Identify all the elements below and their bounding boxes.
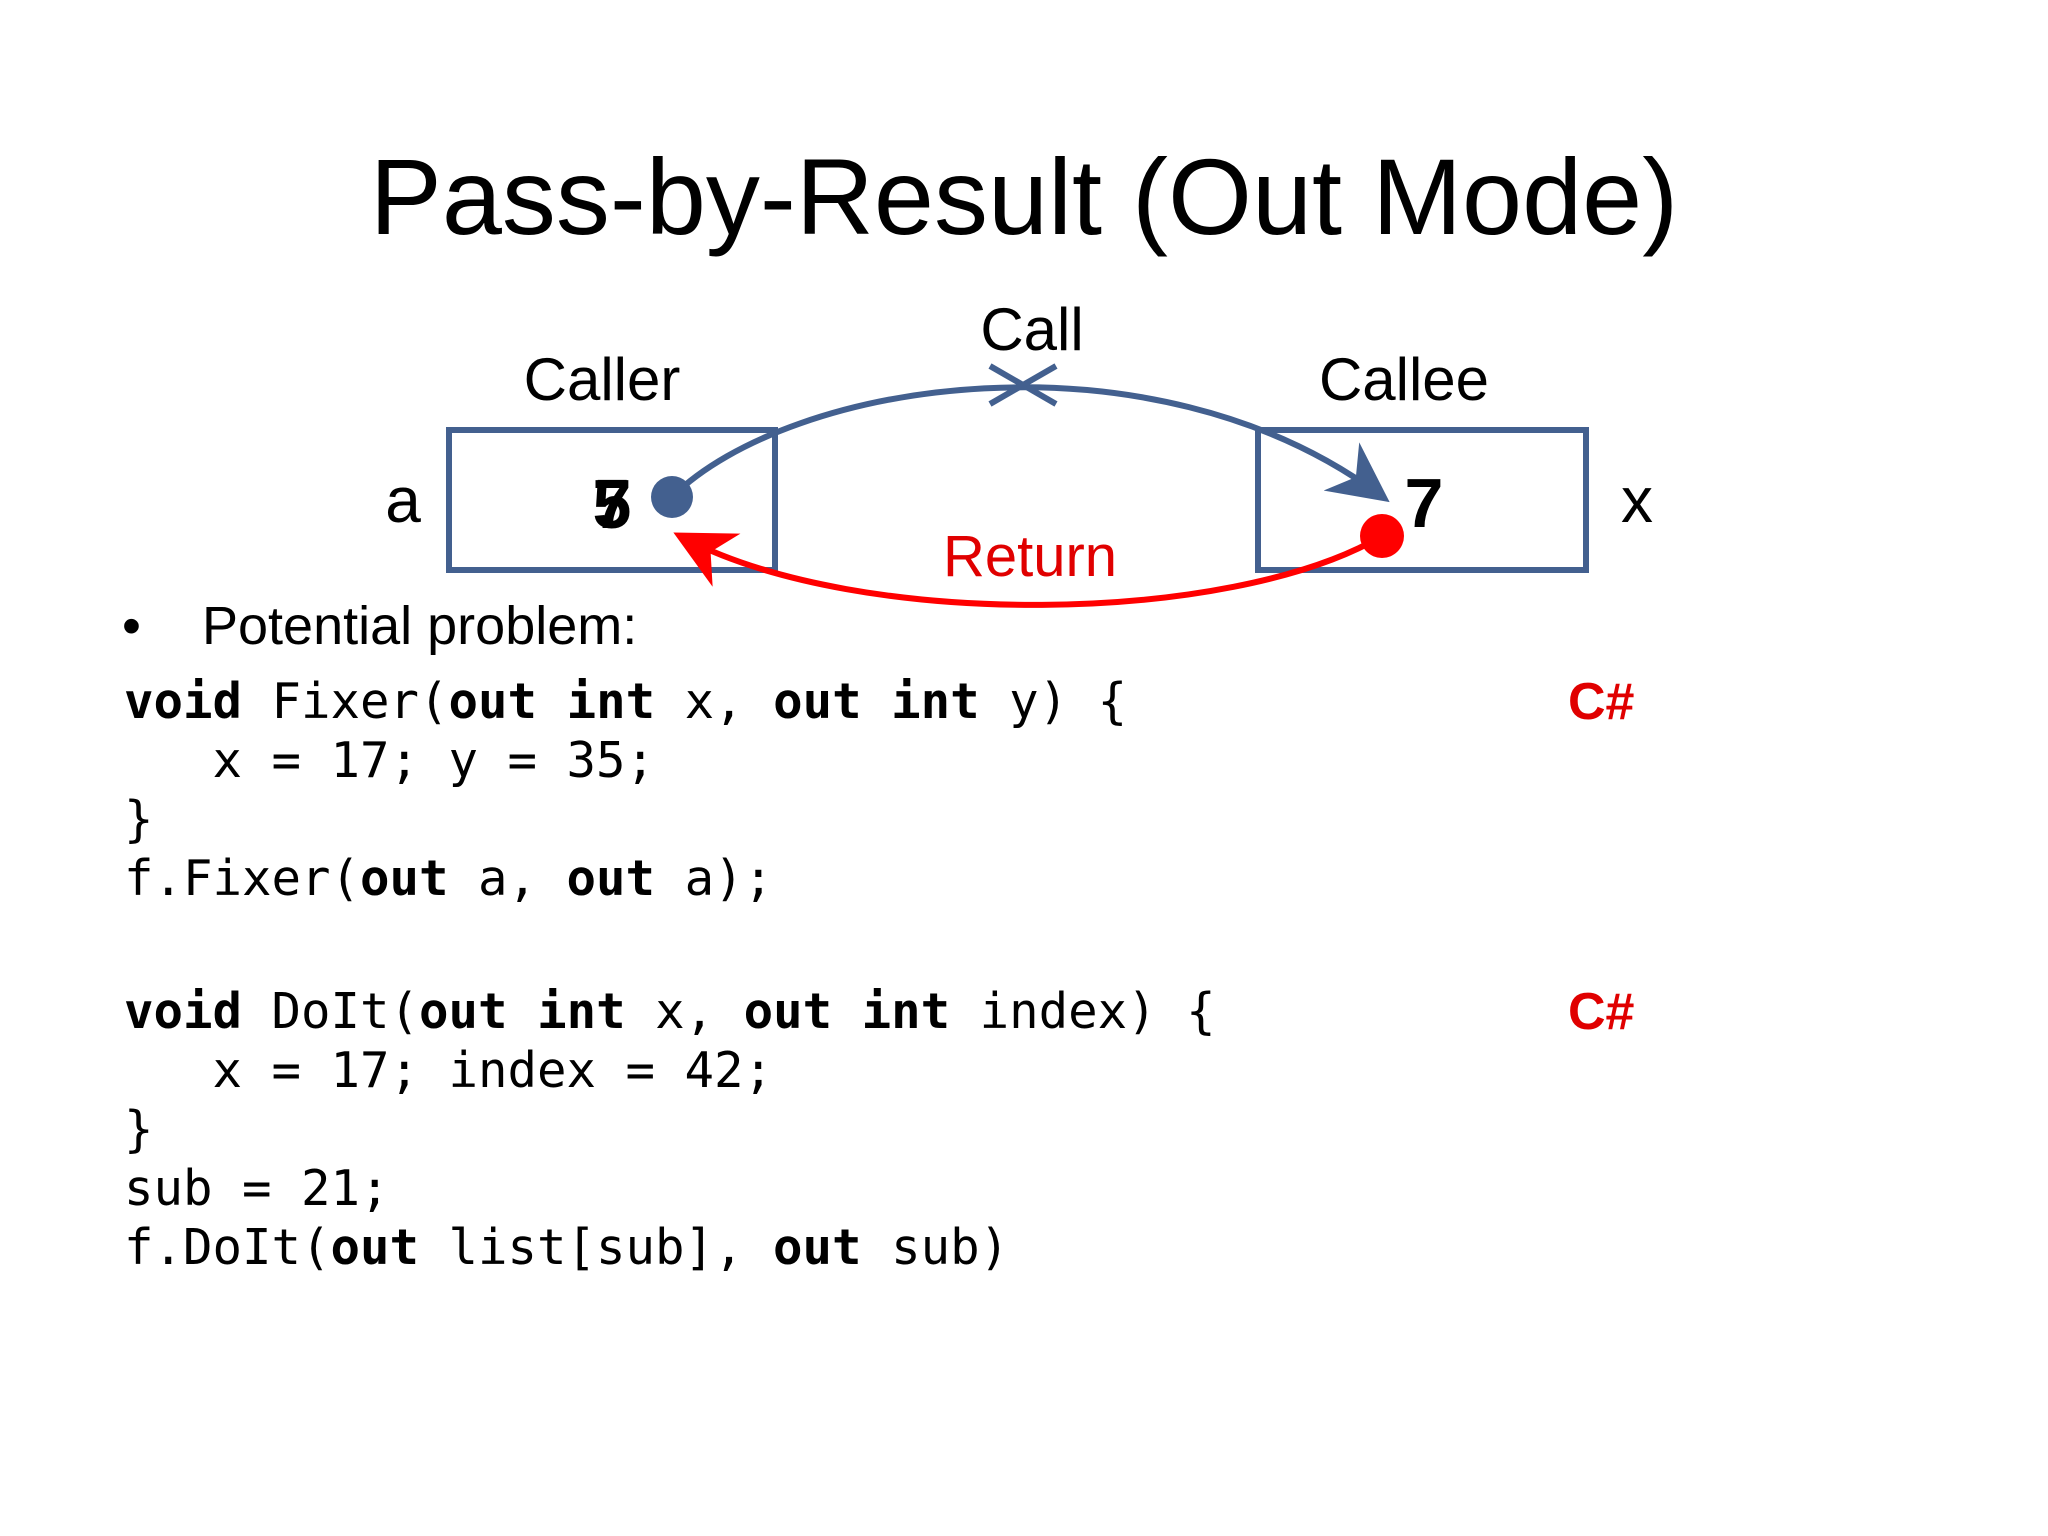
bullet-text: Potential problem: xyxy=(202,596,638,656)
callee-label: Callee xyxy=(1319,346,1489,413)
code-text: y) { xyxy=(979,673,1128,730)
caller-value-new: 5 xyxy=(593,465,632,543)
code-keyword: out xyxy=(773,673,862,730)
code-keyword: out xyxy=(566,850,656,907)
code-text: a); xyxy=(655,850,774,907)
call-label: Call xyxy=(980,296,1083,363)
code-text xyxy=(862,673,892,730)
code-fixer-line-3: } xyxy=(124,790,1127,849)
callee-box xyxy=(1255,427,1589,573)
code-block-fixer: void Fixer(out int x, out int y) { x = 1… xyxy=(124,672,1127,908)
code-fixer-line-4: f.Fixer(out a, out a); xyxy=(124,849,1127,908)
caller-var-name: a xyxy=(385,464,421,536)
code-text: DoIt( xyxy=(242,983,420,1040)
code-text: x, xyxy=(655,673,774,730)
code-keyword: int xyxy=(891,673,980,730)
code-text: } xyxy=(124,791,154,848)
slide-title: Pass-by-Result (Out Mode) xyxy=(369,136,1679,257)
code-doit-line-5: f.DoIt(out list[sub], out sub) xyxy=(124,1218,1216,1277)
code-text: index) { xyxy=(950,983,1216,1040)
code-text xyxy=(508,983,538,1040)
return-arrow xyxy=(673,532,1384,608)
code-text: f.DoIt( xyxy=(124,1219,331,1276)
code-keyword: int xyxy=(537,983,626,1040)
bullet-item: • Potential problem: xyxy=(122,594,637,658)
code-keyword: void xyxy=(124,983,243,1040)
code-keyword: out xyxy=(330,1219,420,1276)
code-text: f.Fixer( xyxy=(124,850,361,907)
caller-value-old: 7 xyxy=(593,465,632,543)
callee-var-name: x xyxy=(1621,464,1653,536)
code-block-doit: void DoIt(out int x, out int index) { x … xyxy=(124,982,1216,1277)
code-text: Fixer( xyxy=(242,673,449,730)
code-text: x, xyxy=(625,983,744,1040)
code-text: a, xyxy=(448,850,567,907)
code-keyword: out xyxy=(743,983,833,1040)
call-arrow xyxy=(669,384,1390,503)
code-doit-line-4: sub = 21; xyxy=(124,1159,1216,1218)
code-text: sub) xyxy=(861,1219,1010,1276)
code-text: x = 17; y = 35; xyxy=(124,732,656,789)
code-text xyxy=(832,983,862,1040)
code-keyword: out xyxy=(419,983,508,1040)
code-keyword: out xyxy=(360,850,449,907)
code-text: } xyxy=(124,1101,154,1158)
call-blocked-cross-icon-stroke xyxy=(988,363,1058,407)
code-fixer-line-2: x = 17; y = 35; xyxy=(124,731,1127,790)
code-text: sub = 21; xyxy=(124,1160,390,1217)
code-text: list[sub], xyxy=(419,1219,774,1276)
language-tag-csharp-2: C# xyxy=(1568,983,1635,1041)
bullet-symbol: • xyxy=(122,596,141,656)
code-text xyxy=(537,673,567,730)
callee-value: 7 xyxy=(1405,464,1444,542)
code-keyword: int xyxy=(566,673,656,730)
return-label: Return xyxy=(943,524,1117,589)
code-doit-line-2: x = 17; index = 42; xyxy=(124,1041,1216,1100)
language-tag-csharp-1: C# xyxy=(1568,673,1635,731)
code-doit-line-3: } xyxy=(124,1100,1216,1159)
code-keyword: out xyxy=(448,673,538,730)
code-text: x = 17; index = 42; xyxy=(124,1042,774,1099)
code-doit-line-1: void DoIt(out int x, out int index) { xyxy=(124,982,1216,1041)
code-keyword: int xyxy=(861,983,951,1040)
return-arrow-origin-dot xyxy=(1360,514,1404,558)
code-keyword: out xyxy=(773,1219,862,1276)
code-fixer-line-1: void Fixer(out int x, out int y) { xyxy=(124,672,1127,731)
call-arrow-origin-dot xyxy=(651,476,693,518)
code-keyword: void xyxy=(124,673,243,730)
caller-label: Caller xyxy=(524,346,681,413)
